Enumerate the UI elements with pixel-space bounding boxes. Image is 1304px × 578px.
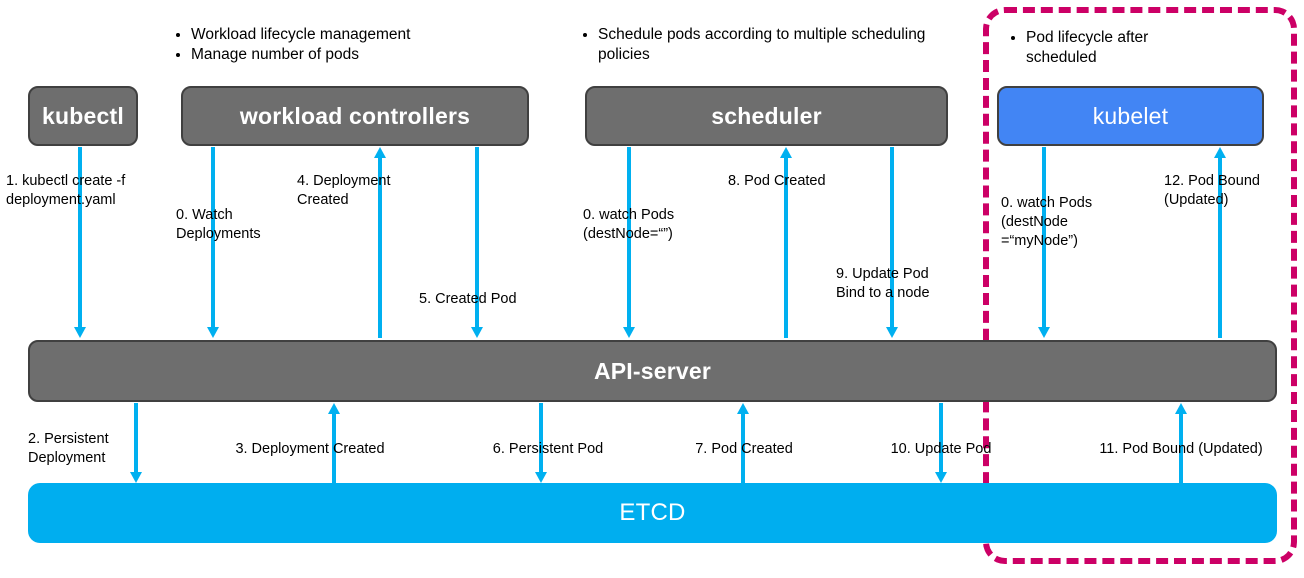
component-api-server-label: API-server <box>593 357 712 384</box>
edge-label-step-11: 11. Pod Bound (Updated) <box>1099 441 1263 457</box>
component-kubelet-label: kubelet <box>1092 102 1169 129</box>
component-workload-controllers-label: workload controllers <box>239 102 471 129</box>
arrow-watch-pods-scheduler <box>621 147 637 338</box>
edge-label-step-0-watch-pods-kubelet: 0. watch Pods (destNode =“myNode”) <box>1001 195 1093 249</box>
component-kubectl-label: kubectl <box>42 102 124 129</box>
component-api-server[interactable]: API-server <box>28 340 1277 402</box>
arrow-update-pod-bind <box>884 147 900 338</box>
edge-label-step-2: 2. Persistent Deployment <box>28 431 109 466</box>
edge-label-step-0-watch-pods-scheduler: 0. watch Pods (destNode=“”) <box>583 207 675 242</box>
component-kubelet[interactable]: kubelet <box>997 86 1264 146</box>
edge-label-step-7: 7. Pod Created <box>695 441 793 457</box>
edge-label-step-6: 6. Persistent Pod <box>492 441 604 457</box>
edge-label-step-10: 10. Update Pod <box>890 441 992 457</box>
edge-label-step-8: 8. Pod Created <box>728 173 826 189</box>
edge-label-step-5: 5. Created Pod <box>419 291 517 307</box>
edge-label-step-9: 9. Update Pod Bind to a node <box>836 266 930 301</box>
note-item: Pod lifecycle after scheduled <box>1026 28 1201 68</box>
arrow-kubectl-create <box>72 147 88 338</box>
edge-label-step-4: 4. Deployment Created <box>297 173 391 208</box>
note-item: Schedule pods according to multiple sche… <box>598 25 928 65</box>
arrow-pod-created-up <box>778 147 794 338</box>
arrow-created-pod <box>469 147 485 338</box>
arrow-pod-created-etcd <box>735 403 751 483</box>
arrow-deployment-created-etcd <box>326 403 342 483</box>
note-item: Manage number of pods <box>191 45 506 65</box>
component-etcd[interactable]: ETCD <box>28 483 1277 543</box>
component-etcd-label: ETCD <box>619 499 686 526</box>
arrow-persistent-pod <box>533 403 549 483</box>
arrow-watch-pods-kubelet <box>1036 147 1052 338</box>
scheduler-notes: Schedule pods according to multiple sche… <box>583 25 928 65</box>
arrow-deployment-created-up <box>372 147 388 338</box>
edge-label-step-1: 1. kubectl create -f deployment.yaml <box>6 173 126 208</box>
edge-label-step-0-watch-deployments: 0. Watch Deployments <box>176 207 261 242</box>
arrow-pod-bound-up <box>1212 147 1228 338</box>
edge-label-step-3: 3. Deployment Created <box>235 441 385 457</box>
arrow-update-pod-etcd <box>933 403 949 483</box>
component-scheduler[interactable]: scheduler <box>585 86 948 146</box>
arrow-pod-bound-etcd <box>1173 403 1189 483</box>
component-workload-controllers[interactable]: workload controllers <box>181 86 529 146</box>
arrow-persistent-deployment <box>128 403 144 483</box>
note-item: Workload lifecycle management <box>191 25 506 45</box>
arrow-watch-deployments <box>205 147 221 338</box>
workload-controllers-notes: Workload lifecycle management Manage num… <box>176 25 506 65</box>
kubelet-notes: Pod lifecycle after scheduled <box>1011 28 1201 68</box>
component-kubectl[interactable]: kubectl <box>28 86 138 146</box>
component-scheduler-label: scheduler <box>711 102 822 129</box>
edge-label-step-12: 12. Pod Bound (Updated) <box>1164 173 1260 208</box>
